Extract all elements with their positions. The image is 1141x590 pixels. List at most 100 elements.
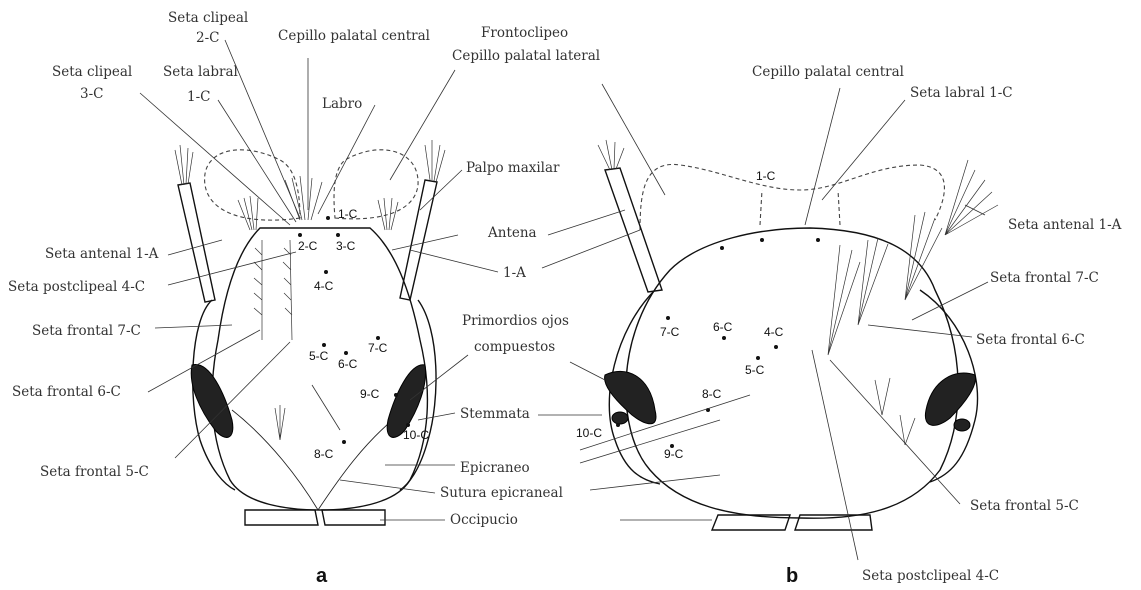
a-label-antena: Antena: [487, 225, 537, 241]
b-leader: [542, 230, 640, 268]
b-leader: [812, 350, 858, 560]
a-label-1a: 1-A: [503, 265, 526, 281]
b-code-7c: 7-C: [660, 325, 680, 339]
a-eye-left: [191, 365, 233, 438]
b-dot: [756, 356, 760, 360]
a-label-line: Primordios ojos: [462, 313, 569, 329]
a-dot: [406, 423, 410, 427]
a-code-6c: 6-C: [338, 357, 358, 371]
b-code-8c: 8-C: [702, 387, 722, 401]
a-leader: [410, 250, 498, 272]
a-label-seta-postclipeal-4c: Seta postclipeal 4-C: [8, 279, 145, 295]
b-leader: [590, 475, 720, 490]
a-antenna-left-tuft: [175, 145, 193, 185]
a-leader: [340, 480, 435, 493]
a-dot: [298, 233, 302, 237]
a-code-3c: 3-C: [336, 239, 356, 253]
a-label-seta-frontal-6c: Seta frontal 6-C: [12, 384, 121, 400]
a-dot: [394, 393, 398, 397]
a-label-sutura: Sutura epicraneal: [440, 485, 563, 501]
a-occipucio-left: [245, 510, 318, 525]
a-label-line: Seta clipeal: [52, 64, 132, 80]
a-head-outline: [212, 228, 427, 510]
a-label-seta-frontal-7c: Seta frontal 7-C: [32, 323, 141, 339]
b-dot: [720, 246, 724, 250]
b-leader: [912, 282, 988, 320]
a-label-epicraneo: Epicraneo: [460, 460, 530, 476]
a-leader: [218, 100, 296, 222]
b-palatal-outline: [640, 164, 944, 230]
a-occipucio-right: [322, 510, 385, 525]
a-label-seta-frontal-5c: Seta frontal 5-C: [40, 464, 149, 480]
a-labels: Seta clipeal 2-C Seta clipeal 3-C Seta lab…: [8, 10, 600, 587]
a-dot: [336, 233, 340, 237]
a-seta-small-lower: [275, 405, 285, 440]
b-leader: [580, 395, 750, 450]
panel-a-drawing: [175, 140, 445, 525]
a-label-frontoclipeo: Frontoclipeo: [481, 25, 568, 41]
a-label-line: 1-C: [187, 89, 210, 105]
b-seta-antenal: [945, 160, 998, 235]
b-seta-frontal-small: [875, 378, 915, 445]
a-label-seta-labral-1c: Seta labral 1-C: [163, 64, 238, 105]
a-label-seta-antenal-1a: Seta antenal 1-A: [45, 246, 159, 262]
a-leader: [420, 170, 462, 210]
a-brush-lateral-right: [378, 198, 398, 230]
a-dot: [326, 216, 330, 220]
a-label-line: compuestos: [474, 339, 555, 355]
b-leader: [805, 88, 840, 225]
panel-b-drawing: [598, 140, 998, 530]
b-seta-frontal-brush-3: [828, 245, 860, 355]
b-leader: [570, 362, 605, 380]
a-panel-label: a: [316, 565, 328, 587]
b-label-seta-antenal-1a: Seta antenal 1-A: [1008, 217, 1122, 233]
b-dot: [760, 238, 764, 242]
a-label-cepillo-palatal-lateral: Cepillo palatal lateral: [452, 48, 600, 64]
a-dot: [342, 440, 346, 444]
a-leader: [418, 413, 455, 420]
a-label-line: 2-C: [196, 30, 219, 46]
a-code-5c: 5-C: [309, 349, 329, 363]
a-leader: [318, 105, 375, 214]
a-antenna-right: [400, 180, 437, 300]
a-dot: [322, 343, 326, 347]
b-label-seta-labral-1c: Seta labral 1-C: [910, 85, 1013, 101]
a-label-occipucio: Occipucio: [450, 512, 518, 528]
a-label-line: Seta labral: [163, 64, 238, 80]
b-dot: [774, 345, 778, 349]
b-code-9c: 9-C: [664, 447, 684, 461]
a-label-line: 3-C: [80, 86, 103, 102]
b-antenna-left-tuft: [598, 140, 624, 170]
a-label-cepillo-palatal-central: Cepillo palatal central: [278, 28, 430, 44]
a-code-4c: 4-C: [314, 279, 334, 293]
b-leader-lines: [538, 84, 988, 560]
b-leader: [602, 84, 665, 195]
b-label-cepillo-palatal-central: Cepillo palatal central: [752, 64, 904, 80]
b-palatal-inner: [760, 190, 840, 225]
b-dot: [666, 316, 670, 320]
a-label-seta-clipeal-3c: Seta clipeal 3-C: [52, 64, 132, 102]
b-dot: [616, 423, 620, 427]
a-label-seta-clipeal-2c: Seta clipeal 2-C: [168, 10, 248, 46]
a-leader: [390, 70, 455, 180]
a-label-line: Seta clipeal: [168, 10, 248, 26]
a-eye-right: [387, 365, 425, 438]
a-brush-lateral-left: [238, 196, 258, 230]
a-label-stemmata: Stemmata: [460, 406, 530, 422]
a-label-labro: Labro: [322, 96, 362, 112]
b-stemmata-left: [612, 412, 628, 424]
a-label-palpo-maxilar: Palpo maxilar: [466, 160, 560, 176]
b-code-10c: 10-C: [576, 426, 602, 440]
b-chaetotaxy-codes: 1-C 4-C 5-C 6-C 7-C 8-C 9-C 10-C: [576, 169, 784, 461]
b-seta-frontal-brush-2: [858, 238, 888, 325]
a-code-2c: 2-C: [298, 239, 318, 253]
a-leader: [140, 93, 290, 225]
b-leader: [548, 210, 625, 235]
a-code-8c: 8-C: [314, 447, 334, 461]
a-antenna-left: [178, 183, 215, 302]
a-label-primordios: Primordios ojos compuestos: [462, 313, 569, 355]
b-label-seta-frontal-7c: Seta frontal 7-C: [990, 270, 1099, 286]
a-leader: [312, 385, 340, 430]
a-code-10c: 10-C: [403, 428, 429, 442]
